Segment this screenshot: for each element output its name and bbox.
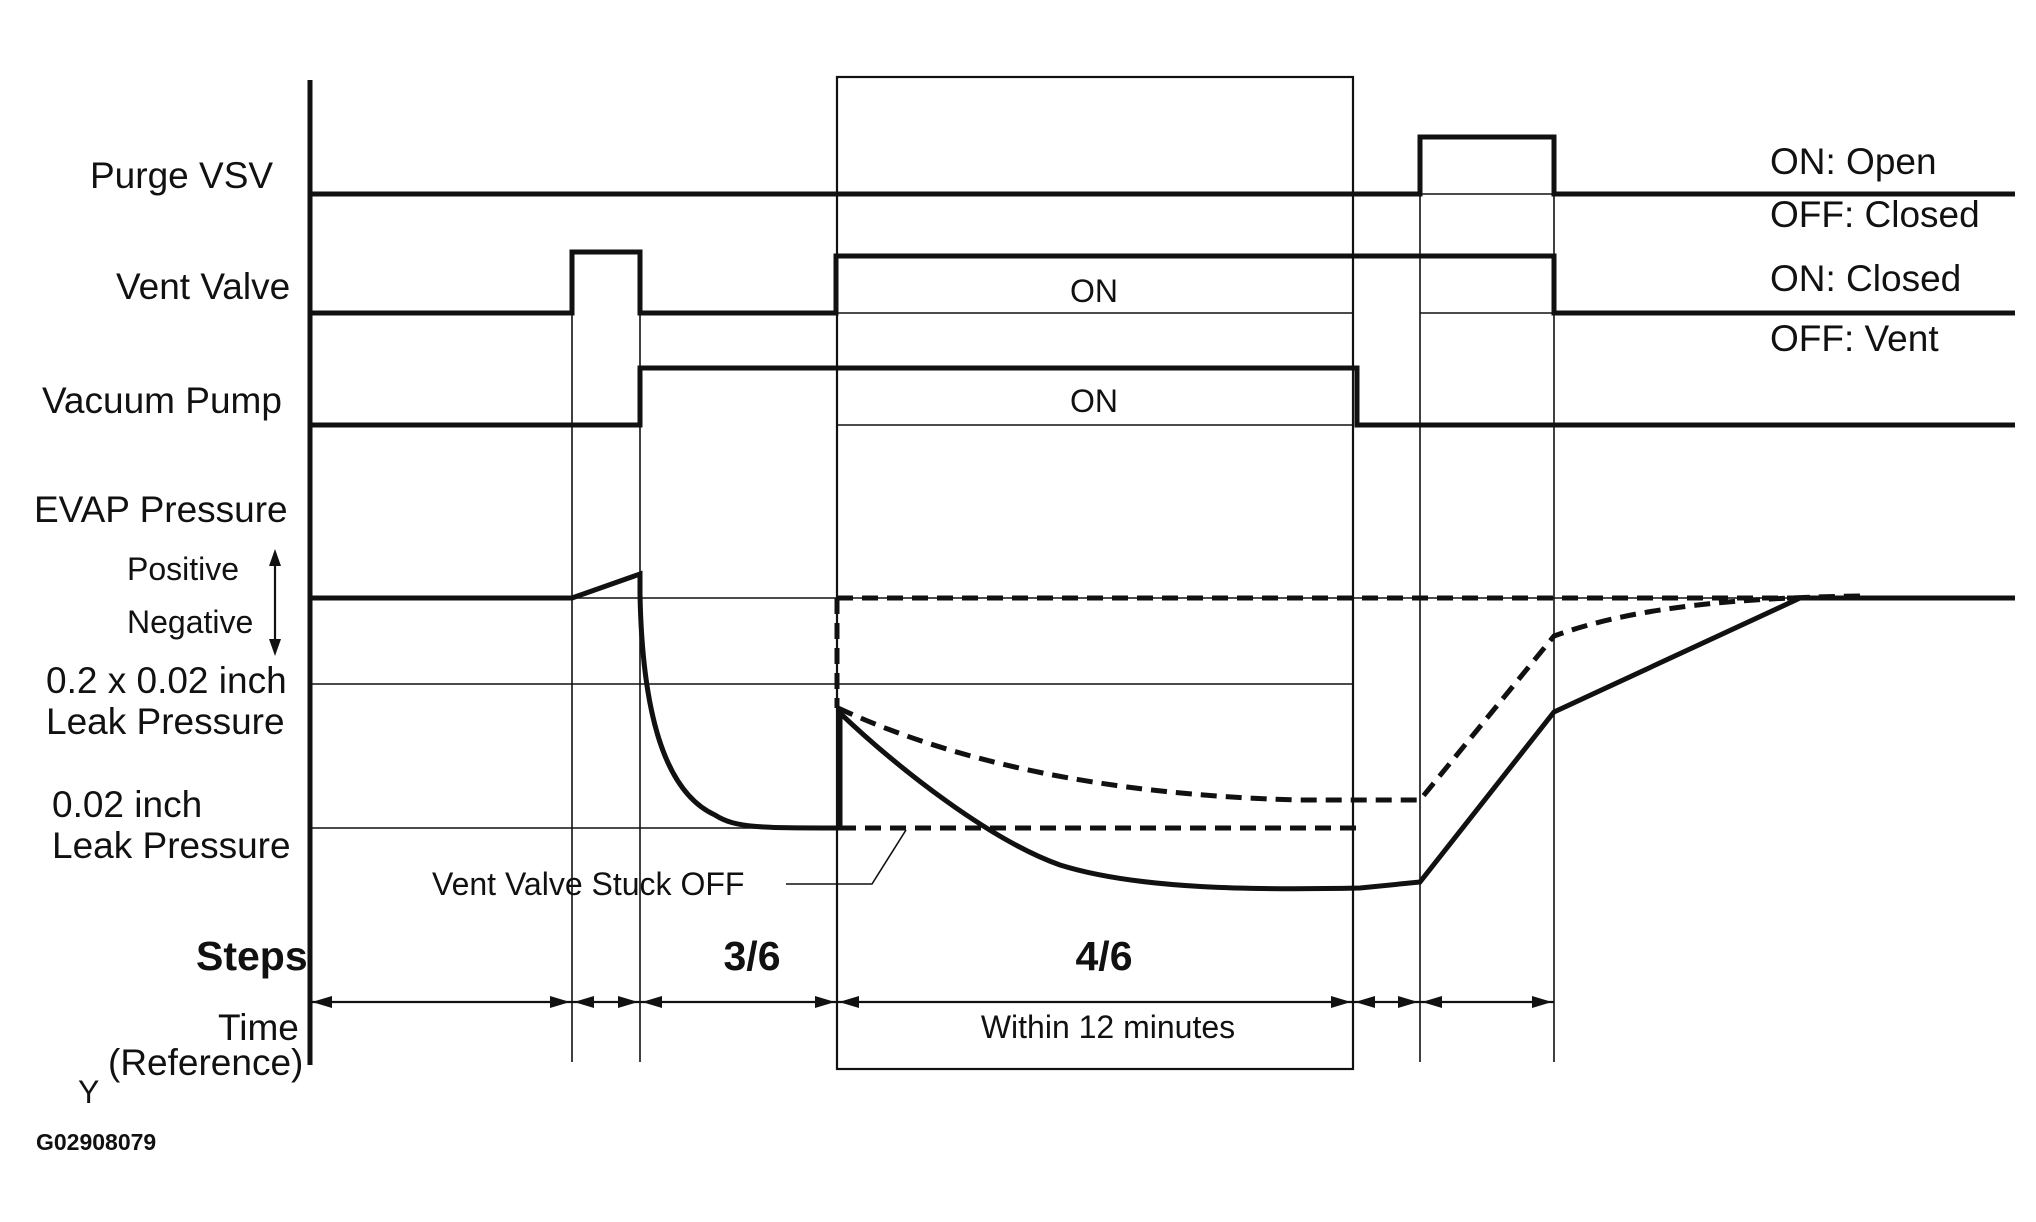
small-leak-label-line1: 0.02 inch <box>52 784 202 825</box>
vent-valve-on-label: ON <box>1070 273 1118 309</box>
time-label-line2: (Reference) <box>108 1042 303 1083</box>
positive-label: Positive <box>127 551 239 587</box>
vent-valve-stuck-off-label: Vent Valve Stuck OFF <box>432 866 744 902</box>
time-label-line1: Time <box>218 1007 299 1048</box>
vacuum-pump-label: Vacuum Pump <box>42 380 282 421</box>
stuck-off-leader-line <box>786 829 907 885</box>
time-arrows <box>312 996 1554 1008</box>
purge-vsv-label: Purge VSV <box>90 155 273 196</box>
evap-pressure-reference-leak-trace <box>836 593 1861 803</box>
purge-vsv-trace <box>312 134 2015 197</box>
reference-lines <box>310 193 2015 829</box>
evap-pressure-normal-trace <box>312 570 2015 892</box>
purge-vsv-off-state: OFF: Closed <box>1770 194 1980 235</box>
time-note-label: Within 12 minutes <box>981 1009 1235 1045</box>
step-3-label: 3/6 <box>724 933 781 979</box>
step-window-box <box>835 75 1355 1071</box>
vent-valve-trace <box>312 249 2015 316</box>
negative-label: Negative <box>127 604 253 640</box>
corner-mark: Y <box>78 1074 99 1110</box>
reference-leak-label-line2: Leak Pressure <box>46 701 285 742</box>
figure-code: G02908079 <box>36 1129 156 1155</box>
positive-negative-arrow-icon <box>269 549 281 656</box>
vent-valve-on-state: ON: Closed <box>1770 258 1961 299</box>
purge-vsv-on-state: ON: Open <box>1770 141 1937 182</box>
step-4-label: 4/6 <box>1076 933 1133 979</box>
small-leak-label-line2: Leak Pressure <box>52 825 291 866</box>
vacuum-pump-on-label: ON <box>1070 383 1118 419</box>
reference-leak-label-line1: 0.2 x 0.02 inch <box>46 660 287 701</box>
vent-valve-off-state: OFF: Vent <box>1770 318 1939 359</box>
steps-label: Steps <box>196 933 308 979</box>
vent-valve-label: Vent Valve <box>116 266 290 307</box>
vacuum-pump-trace <box>312 365 2015 428</box>
evap-pressure-title: EVAP Pressure <box>34 489 288 530</box>
